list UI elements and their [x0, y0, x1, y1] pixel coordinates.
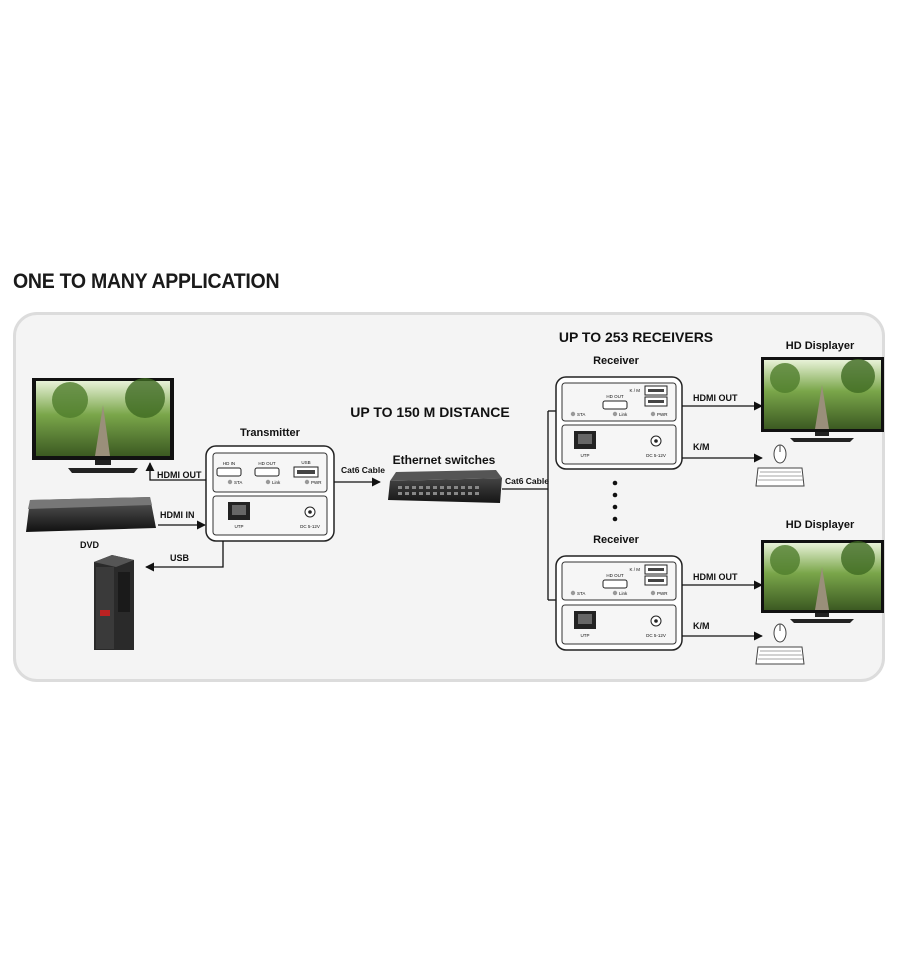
- rx1-dc-label: DC 5-12V: [646, 453, 666, 458]
- km-rx2-label: K/M: [693, 621, 710, 631]
- keyboard-bottom-icon: [755, 646, 805, 665]
- tx-pwr-label: PWR: [311, 480, 322, 485]
- ellipsis-dots: [612, 480, 618, 522]
- tx-hdmi-in-port-label: HD IN: [223, 461, 235, 466]
- rx1-pwr-label: PWR: [657, 412, 668, 417]
- receiver-bottom-label: Receiver: [593, 534, 640, 546]
- mouse-top-icon: [773, 444, 787, 464]
- receiver-bottom-device: [555, 555, 683, 651]
- receiver-top-label: Receiver: [593, 355, 640, 367]
- rx1-utp-label: UTP: [581, 453, 590, 458]
- receivers-count-label: UP TO 253 RECEIVERS: [559, 329, 713, 345]
- rx2-dc-label: DC 5-12V: [646, 633, 666, 638]
- hdmi-out-rx1-label: HDMI OUT: [693, 393, 738, 403]
- cat6-tx-label: Cat6 Cable: [341, 465, 385, 475]
- display-top-icon: [761, 357, 884, 442]
- source-tv-icon: [32, 378, 174, 473]
- rx1-sta-label: STA: [577, 412, 585, 417]
- tx-dc-label: DC 5-12V: [300, 524, 320, 529]
- rx1-hdmi-out-port-label: HD OUT: [606, 394, 623, 399]
- rx2-pwr-label: PWR: [657, 591, 668, 596]
- hdmi-out-tx-label: HDMI OUT: [157, 470, 202, 480]
- ethernet-switch-icon: [388, 470, 502, 503]
- tx-sta-label: STA: [234, 480, 242, 485]
- hdmi-out-rx2-label: HDMI OUT: [693, 572, 738, 582]
- rx2-km-port-label: K / M: [629, 567, 640, 572]
- display-bottom-icon: [761, 540, 884, 623]
- km-rx1-label: K/M: [693, 442, 710, 452]
- rx2-sta-label: STA: [577, 591, 585, 596]
- usb-label: USB: [170, 553, 190, 563]
- dvd-label: DVD: [80, 540, 100, 550]
- mouse-bottom-icon: [773, 623, 787, 643]
- tx-utp-label: UTP: [235, 524, 244, 529]
- tx-usb-port-label: USB: [301, 460, 310, 465]
- usb-line: [145, 541, 224, 572]
- ethernet-switches-label: Ethernet switches: [393, 453, 496, 467]
- receiver-top-device: [555, 376, 683, 470]
- pc-tower-icon: [94, 555, 134, 650]
- rx1-link-label: Link: [619, 412, 628, 417]
- tx-link-label: Link: [272, 480, 281, 485]
- rx2-hdmi-out-port-label: HD OUT: [606, 573, 623, 578]
- hdmi-in-label: HDMI IN: [160, 510, 195, 520]
- distance-label: UP TO 150 M DISTANCE: [350, 404, 509, 420]
- rx2-utp-label: UTP: [581, 633, 590, 638]
- dvd-player-icon: [26, 497, 156, 532]
- hd-displayer-top-label: HD Displayer: [786, 340, 855, 352]
- transmitter-device: [205, 445, 335, 542]
- page-title: ONE TO MANY APPLICATION: [13, 270, 280, 293]
- cat6-rx-label: Cat6 Cable: [505, 476, 549, 486]
- transmitter-label: Transmitter: [240, 427, 301, 439]
- keyboard-top-icon: [755, 467, 805, 487]
- rx2-link-label: Link: [619, 591, 628, 596]
- tx-hdmi-out-port-label: HD OUT: [258, 461, 275, 466]
- rx1-km-port-label: K / M: [629, 388, 640, 393]
- hdmi-out-tx-line: [145, 462, 206, 481]
- hd-displayer-bottom-label: HD Displayer: [786, 519, 855, 531]
